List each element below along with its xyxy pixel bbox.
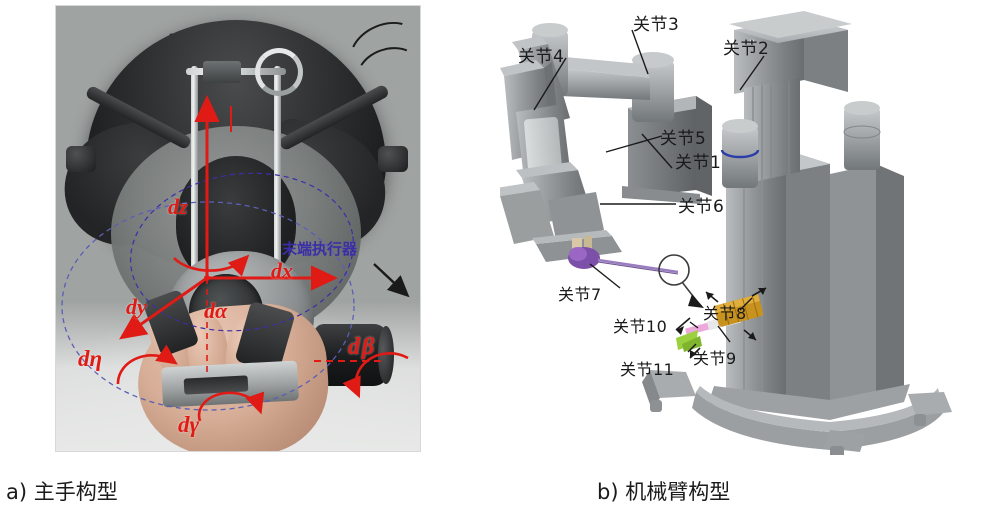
caption-a: a) 主手构型 [6,480,118,504]
joint5-panel [524,116,562,174]
joint1-flange [622,186,700,204]
instrument-collar [572,238,582,254]
leader-joint10 [689,321,699,329]
label-joint-3: 关节3 [633,15,680,35]
mid-cylinder-top [722,119,758,133]
master-device-right-knob [378,146,408,172]
base-foot-highlight [696,386,940,432]
foot-pad-left [650,370,696,398]
joint3-cylinder-top [532,23,568,37]
leader-joint8 [739,297,753,311]
label-dbeta: dβ [348,334,377,360]
u-frame-right-post [274,66,281,281]
u-frame-ring [255,48,303,96]
base-foot [692,392,944,450]
u-frame-left-post [191,66,198,281]
motion-ellipse-end-effector [129,172,355,332]
head-cap [729,11,852,38]
secondary-post-side [876,164,904,404]
upper-horizontal-link-top [554,56,650,78]
instrument-shaft [597,258,679,274]
base-plate-top [708,384,910,420]
magnifier-arrow-icon [688,294,704,308]
label-joint-11: 关节11 [620,360,675,379]
master-device-left-knob [66,146,96,172]
column-side-face [786,150,830,404]
right-cylinder-top [844,101,880,115]
label-end-effector: 末端执行器 [282,240,358,258]
motor-cylinder-cap [378,326,394,384]
joint1-block-side [696,96,712,196]
label-joint-2: 关节2 [723,39,770,59]
leader-joint7 [589,263,621,289]
leader-joint1 [641,133,673,169]
leader-joint4 [533,57,567,111]
head-side-face [804,18,848,92]
end-effector-pointer [373,263,410,298]
secondary-post [830,164,876,408]
fork-right [548,192,604,240]
label-joint-6: 关节6 [678,197,725,217]
head-screw-icon [750,39,754,43]
joint2-cylinder-top [632,52,674,68]
surgical-instrument [532,230,679,275]
joint4-block-top [500,60,544,76]
leader-joint11 [687,343,697,353]
rotation-deta-arc [116,344,178,385]
leader-joint9 [717,325,731,343]
foot-pad-front-tip [830,446,844,455]
label-joint-8: 关节8 [703,304,747,323]
leader-joint3 [631,29,649,75]
annotation-overlay [61,95,410,422]
photo-frame: dz dx dy dα dη dβ dγ 末端执行器 [55,5,421,452]
label-dz: dz [168,194,188,219]
label-joint-5: 关节5 [660,129,707,149]
motion-ellipse-horizontal [61,201,355,411]
foot-pad-right-tip [914,414,926,426]
axis-dy-arrow [119,276,208,340]
label-deta: dη [78,346,103,371]
label-joint-4: 关节4 [518,47,565,67]
label-dgamma: dγ [178,412,200,437]
blue-accent-ring [720,149,760,159]
label-joint-10: 关节10 [613,317,668,336]
label-joint-9: 关节9 [693,349,737,368]
magnified-instrument-detail [675,287,767,359]
foot-pad-right [908,392,952,416]
magnifier-circle [658,254,690,286]
upper-horizontal-link [560,68,650,100]
joint-leader-lines [533,29,765,353]
panel-b-robot-arm-cad: 关节3 关节4 关节2 关节5 关节1 关节6 关节7 关节8 关节9 关节10… [500,0,997,455]
fork-left [500,190,554,244]
column-front-face [726,150,786,412]
leader-joint2 [739,55,765,91]
label-joint-1: 关节1 [675,153,722,173]
rotation-dalpha-arc [173,254,250,277]
leader-joint5 [605,135,663,153]
panel-a-master-hand-photo: dz dx dy dα dη dβ dγ 末端执行器 [55,5,421,452]
label-dy: dy [126,294,147,319]
label-joint-7: 关节7 [558,285,602,304]
u-frame-pivot-block [203,61,241,83]
caption-b: b) 机械臂构型 [597,480,731,504]
robot-arm-drawing [500,11,952,455]
right-cylinder [844,108,880,170]
foot-pad-left-tip [650,400,662,412]
label-dx: dx [271,258,293,283]
rotation-dgamma-arc [197,391,265,422]
label-dalpha: dα [204,298,228,323]
